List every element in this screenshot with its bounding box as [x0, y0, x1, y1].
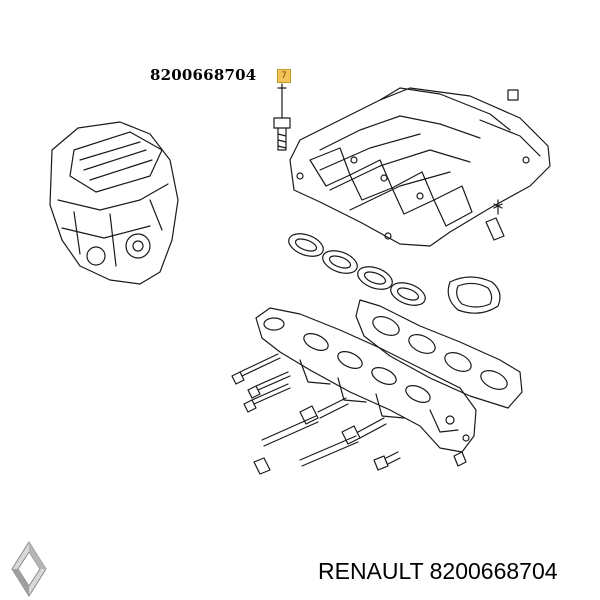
clip-and-sensor-illustration [485, 89, 519, 241]
intake-manifold-illustration [289, 87, 551, 247]
fixing-bolt-illustration [273, 83, 291, 151]
exhaust-gasket-illustration [355, 299, 523, 409]
part-number-label: 8200668704 [150, 66, 257, 84]
callout-marker: 7 [277, 69, 291, 83]
studs-and-bolts-illustration [231, 353, 467, 475]
footer-brand: RENAULT [318, 558, 424, 584]
engine-overview-illustration [49, 121, 179, 285]
renault-diamond-logo [11, 541, 47, 597]
footer-part-number: 8200668704 [429, 558, 558, 584]
exhaust-manifold-illustration [255, 307, 477, 453]
intake-gaskets-illustration [288, 233, 501, 314]
footer-caption: RENAULT 8200668704 [318, 558, 558, 585]
